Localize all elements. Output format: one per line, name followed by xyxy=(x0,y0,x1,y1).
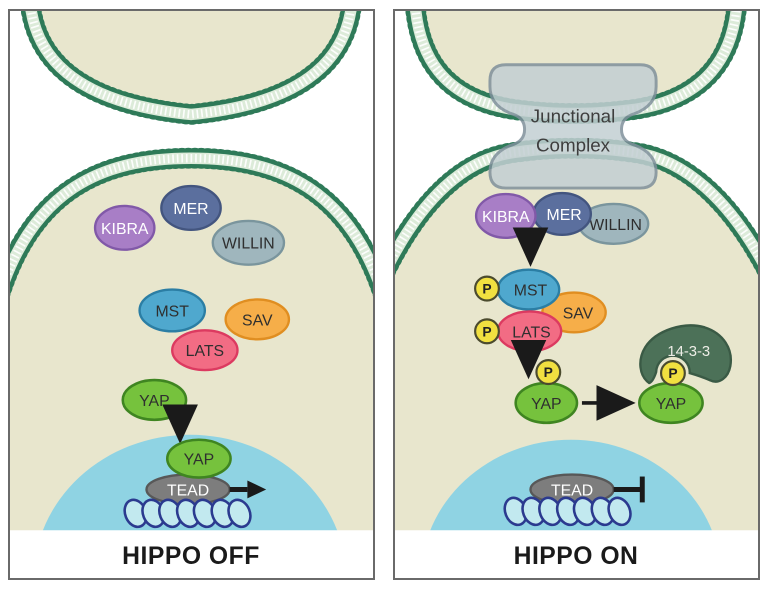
lats-label: LATS xyxy=(186,343,224,360)
protein-14-3-3-label: 14-3-3 xyxy=(667,344,710,360)
mst-molecule: MST xyxy=(138,288,207,333)
dna-helix xyxy=(123,498,252,529)
mer-molecule: MER xyxy=(532,191,593,237)
kibra-molecule: KIBRA xyxy=(474,192,537,239)
sav-label: SAV xyxy=(563,305,594,322)
junctional-complex: Junctional Complex xyxy=(488,63,658,190)
yap-cytoplasm-molecule: YAP xyxy=(121,378,188,422)
lats-molecule: LATS xyxy=(496,310,563,353)
neighbor-cell-cytoplasm xyxy=(30,11,352,115)
hippo-off-panel: KIBRA MER WILLIN MST SAV LATS xyxy=(8,9,375,580)
dna-helix xyxy=(503,496,632,527)
phosphate-on-sequestered-yap: P xyxy=(659,360,686,387)
mst-molecule: MST xyxy=(496,268,561,311)
phosphate-label: P xyxy=(482,323,491,339)
yap-phosphorylated-label: YAP xyxy=(531,396,561,413)
sav-molecule: SAV xyxy=(224,298,291,341)
mer-label: MER xyxy=(547,207,582,224)
mer-label: MER xyxy=(173,201,208,218)
yap-sequestered-label: YAP xyxy=(656,396,686,413)
panel-title: HIPPO ON xyxy=(514,543,639,570)
yap-phosphorylated-molecule: YAP xyxy=(514,381,579,425)
kibra-label: KIBRA xyxy=(101,221,149,238)
lats-molecule: LATS xyxy=(171,329,239,372)
mer-molecule: MER xyxy=(160,184,222,232)
phosphate-on-lats: P xyxy=(474,318,500,345)
yap-nucleus-molecule: YAP xyxy=(165,438,232,479)
panel-title: HIPPO OFF xyxy=(122,543,260,570)
junctional-complex-label-line2: Complex xyxy=(536,134,611,155)
neighbor-cell-membrane xyxy=(20,11,362,125)
phosphate-on-mst: P xyxy=(474,275,500,302)
willin-label: WILLIN xyxy=(589,217,642,234)
willin-label: WILLIN xyxy=(222,236,275,253)
hippo-off-drawing: KIBRA MER WILLIN MST SAV LATS xyxy=(10,11,373,578)
lats-label: LATS xyxy=(512,324,550,341)
hippo-on-panel: Junctional Complex WILLIN MER KIBRA S xyxy=(393,9,760,580)
yap-sequestered-molecule: YAP xyxy=(638,381,704,425)
kibra-molecule: KIBRA xyxy=(93,204,156,251)
phosphate-label: P xyxy=(482,280,491,296)
willin-molecule: WILLIN xyxy=(211,219,286,266)
label-bar xyxy=(395,530,758,578)
protein-14-3-3: 14-3-3 xyxy=(639,324,733,385)
phosphate-label: P xyxy=(544,364,553,380)
label-bar xyxy=(10,530,373,578)
cell-membrane xyxy=(10,147,373,297)
phosphate-on-yap: P xyxy=(535,359,562,386)
phosphate-label: P xyxy=(668,365,677,381)
mst-label: MST xyxy=(156,303,190,320)
sav-label: SAV xyxy=(242,312,273,329)
junctional-complex-label-line1: Junctional xyxy=(531,105,616,126)
hippo-on-drawing: Junctional Complex WILLIN MER KIBRA S xyxy=(395,11,758,578)
mst-label: MST xyxy=(514,282,548,299)
yap-cytoplasm-label: YAP xyxy=(139,393,169,410)
transcription-on-arrow xyxy=(229,480,267,499)
yap-nucleus-label: YAP xyxy=(184,452,214,469)
kibra-label: KIBRA xyxy=(482,209,530,226)
transcription-blocked-symbol xyxy=(613,476,645,503)
tead-label: TEAD xyxy=(167,482,209,499)
tead-label: TEAD xyxy=(551,482,593,499)
